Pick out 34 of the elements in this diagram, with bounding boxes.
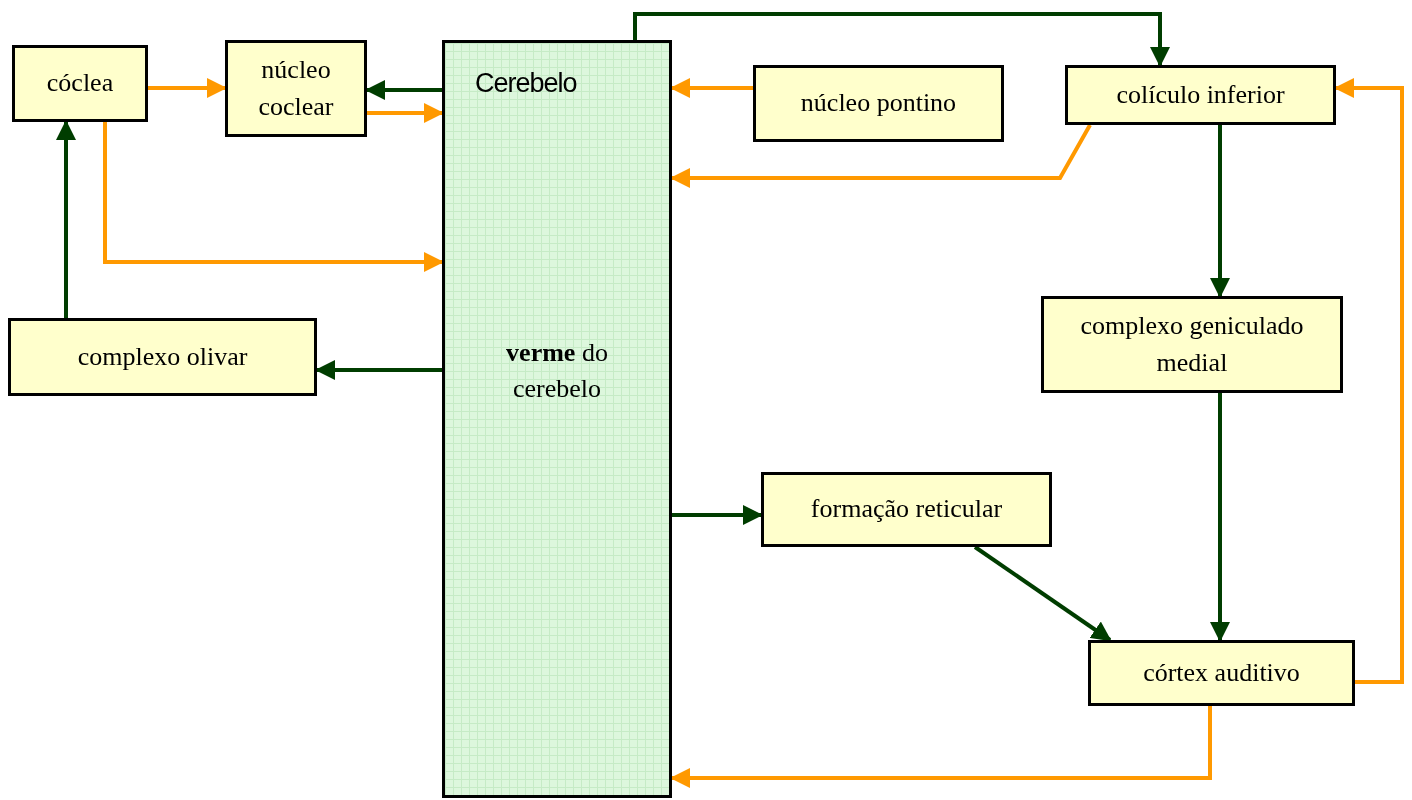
arrow <box>56 120 76 318</box>
arrow <box>367 103 444 123</box>
structure-box <box>1088 640 1355 706</box>
structure-box <box>761 472 1052 547</box>
arrow <box>1210 393 1230 642</box>
arrow <box>315 360 442 380</box>
cerebellum-column <box>442 40 672 798</box>
arrow <box>365 80 442 100</box>
arrow <box>1210 125 1230 298</box>
structure-label: núcleo pontino <box>800 87 957 120</box>
structure-label: colículo inferior <box>1116 78 1285 111</box>
arrow <box>672 505 763 525</box>
structure-box <box>8 318 317 396</box>
arrow <box>1334 78 1404 684</box>
column-heading: Cerebelo <box>475 67 577 100</box>
structure-box <box>225 40 367 137</box>
arrow <box>148 78 227 98</box>
structure-label: córtex auditivo <box>1143 656 1300 689</box>
structure-box <box>753 65 1004 142</box>
structure-label: núcleo coclear <box>257 54 335 123</box>
arrow <box>973 545 1112 642</box>
arrow <box>633 12 1170 67</box>
arrow <box>103 122 444 272</box>
structure-label: complexo geniculado medial <box>1079 310 1305 379</box>
structure-label: formação reticular <box>810 493 1003 526</box>
structure-box <box>1041 296 1343 393</box>
arrow <box>670 78 753 98</box>
structure-box <box>1065 65 1336 125</box>
structure-box <box>12 45 148 122</box>
structure-label: complexo olivar <box>77 340 248 373</box>
arrow <box>670 124 1092 188</box>
structure-label: cóclea <box>46 67 114 100</box>
column-text: verme do cerebelo <box>505 337 609 406</box>
arrow <box>670 706 1212 788</box>
